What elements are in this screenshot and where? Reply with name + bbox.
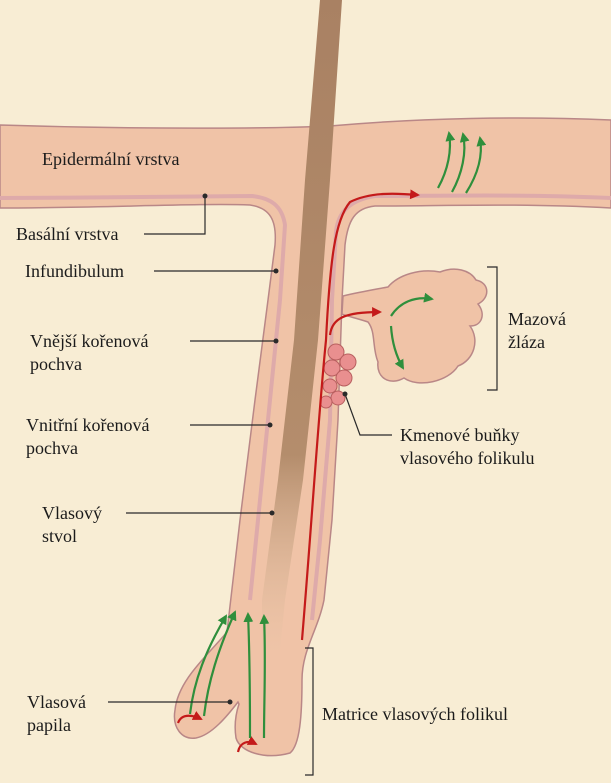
- infundibulum-label: Infundibulum: [25, 260, 124, 283]
- inner-sheath-label: Vnitřní kořenová pochva: [26, 414, 149, 460]
- outer-sheath-label: Vnější kořenová pochva: [30, 330, 148, 376]
- inner-sheath-label-line2: pochva: [26, 437, 149, 460]
- outer-sheath-label-line2: pochva: [30, 353, 148, 376]
- sebaceous-gland-label: Mazová žláza: [508, 308, 566, 354]
- papilla-label-line1: Vlasová: [27, 691, 86, 714]
- sebaceous-gland-label-line1: Mazová: [508, 308, 566, 331]
- inner-sheath-label-line1: Vnitřní kořenová: [26, 414, 149, 437]
- stem-cells-label: Kmenové buňky vlasového folikulu: [400, 424, 534, 470]
- hair-shaft-label-line2: stvol: [42, 525, 102, 548]
- papilla-label: Vlasová papila: [27, 691, 86, 737]
- hair-shaft-label: Vlasový stvol: [42, 502, 102, 548]
- papilla-label-line2: papila: [27, 714, 86, 737]
- hair-shaft-label-line1: Vlasový: [42, 502, 102, 525]
- epidermis-label: Epidermální vrstva: [42, 148, 179, 171]
- basal-layer-label: Basální vrstva: [16, 223, 118, 246]
- sebaceous-gland-label-line2: žláza: [508, 331, 566, 354]
- matrix-label: Matrice vlasových folikul: [322, 703, 508, 726]
- outer-sheath-label-line1: Vnější kořenová: [30, 330, 148, 353]
- stem-cells-label-line1: Kmenové buňky: [400, 424, 534, 447]
- stem-cells-label-line2: vlasového folikulu: [400, 447, 534, 470]
